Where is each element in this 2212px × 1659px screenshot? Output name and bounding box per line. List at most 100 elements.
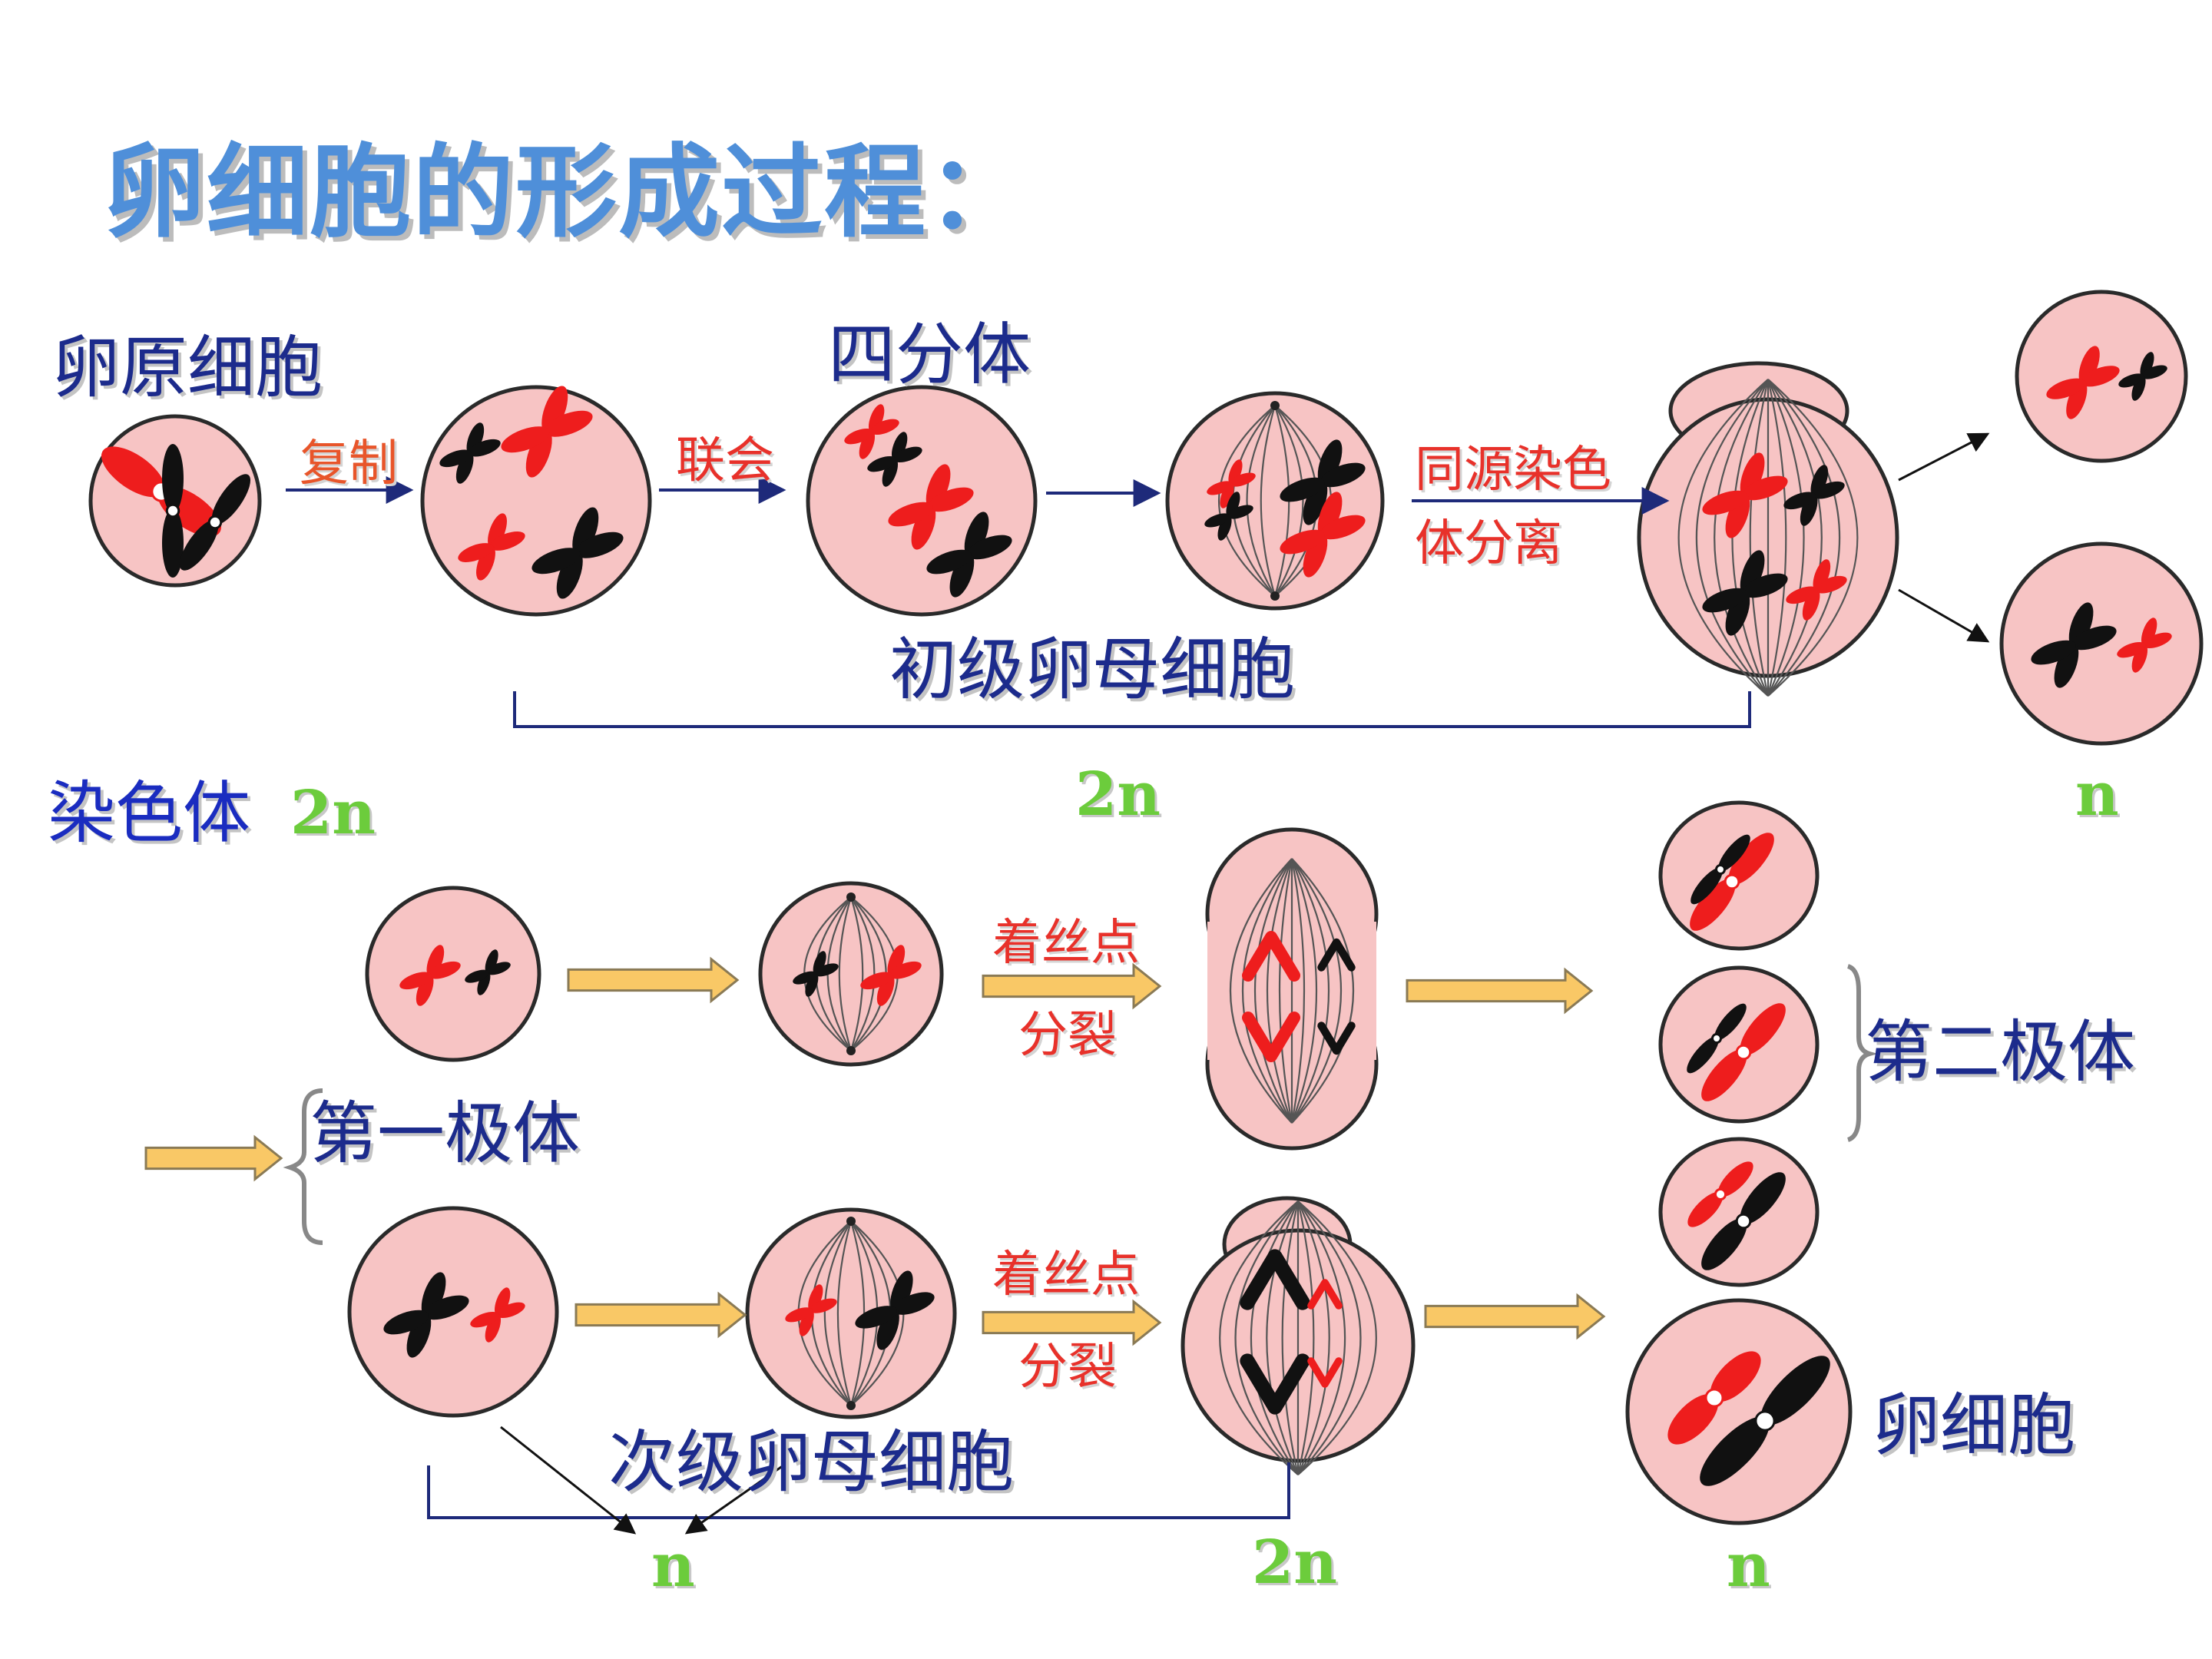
label-oogonium: 卵原细胞 [52,328,323,407]
chromosomes-layer [101,346,2172,1486]
arrow-to-second-polar-bodies-top [1406,967,1594,1015]
step-homolog-separation-line1: 同源染色 [1415,442,1611,498]
arrow-to-secondary-oocyte-top [1898,588,1990,643]
arrow-first-polar-body-to-metaphase [567,956,740,1004]
page-title: 卵细胞的形成过程： [104,134,1030,252]
second-polar-body-1-chromosome-1 [1690,833,1774,931]
secondary-oocyte-top-chromosome-2 [2117,618,2172,673]
step-synapsis: 联会 [676,432,774,489]
polar-anaphase-2-spindle [1230,858,1354,1124]
anaphase-1-chromosome-1 [1702,452,1788,538]
chromosome-label: 染色体 [48,773,251,853]
polar-anaphase-2-chromosome-1 [1242,931,1300,982]
cell-tetrad [806,385,1038,617]
brace-second-polar-bodies [1846,964,1878,1142]
cell-metaphase-1 [1165,391,1385,611]
cell-replicated [420,385,652,617]
oogonium-chromosome-2 [162,444,184,578]
label-egg-cell: 卵细胞 [1873,1386,2076,1465]
metaphase-1-chromosome-2 [1204,492,1253,541]
label-first-polar-body: 第一极体 [310,1094,581,1173]
first-polar-body-top-chromosome-2 [2118,352,2167,401]
cell-second-polar-body-2 [1658,965,1820,1124]
tetrad-chromosome-4 [926,512,1012,598]
arrow-to-egg-cell [1424,1293,1606,1340]
label-tetrad: 四分体 [828,315,1031,394]
tetrad-chromosome-3 [888,464,974,550]
egg-chromosome-1 [1667,1351,1761,1445]
polar-metaphase-2-chromosome-2 [860,945,922,1006]
oocyte-metaphase-2-chromosome-1 [785,1284,837,1336]
oocyte-metaphase-2-spindle [797,1217,905,1410]
polar-anaphase-2-chromosome-4 [1317,1022,1356,1055]
oocyte-anaphase-2-chromosome-1 [1240,1249,1310,1310]
bracket-primary-oocyte [513,691,1751,728]
anaphase-1-chromosome-3 [1702,550,1788,636]
step-centromere-split-top-line1: 着丝点 [992,915,1140,972]
bracket-secondary-oocyte [427,1462,1290,1519]
metaphase-1-spindle [1218,401,1332,601]
second-polar-body-1-chromosome-2 [1690,834,1750,905]
oogonium-chromosome-3 [179,474,251,571]
tetrad-chromosome-2 [867,432,922,487]
polar-anaphase-2-chromosome-2 [1317,938,1356,972]
arrow-to-first-polar-body-label [144,1134,283,1182]
secondary-oocyte-chromosome-1 [383,1272,469,1358]
oocyte-anaphase-2-chromosome-4 [1307,1357,1343,1388]
cell-second-polar-body-3 [1658,1137,1820,1287]
secondary-oocyte-top-chromosome-1 [2031,602,2117,688]
brace-first-polar-body [283,1088,323,1245]
ploidy-oogonium: 2n [290,778,376,848]
ploidy-secondary-anaphase: 2n [1252,1528,1337,1598]
second-polar-body-3-chromosome-1 [1687,1161,1753,1227]
cell-egg [1625,1298,1853,1525]
arrow-secondary-oocyte-to-metaphase [575,1291,747,1339]
polar-metaphase-2-chromosome-1 [793,951,839,997]
step-centromere-split-bottom-line1: 着丝点 [992,1247,1140,1303]
step-replication: 复制 [300,435,398,492]
replicated-chromosome-2 [501,386,593,478]
second-polar-body-2-chromosome-1 [1701,1003,1786,1101]
step-centromere-split-top-line2: 分裂 [1018,1007,1117,1064]
metaphase-1-chromosome-3 [1280,439,1366,525]
arrow-centromere-split-bottom [982,1299,1162,1346]
first-polar-body-chromosome-1 [399,945,461,1006]
ploidy-egg: n [1727,1531,1770,1601]
label-secondary-oocyte: 次级卵母细胞 [608,1422,1015,1502]
cell-oocyte-metaphase-2 [745,1207,957,1419]
oocyte-anaphase-2-spindle [1219,1200,1377,1475]
first-polar-body-chromosome-2 [465,949,511,995]
egg-chromosome-2 [1700,1356,1830,1486]
replicated-chromosome-1 [439,422,501,484]
tetrad-chromosome-1 [844,404,899,459]
step-centromere-split-bottom-line2: 分裂 [1018,1339,1117,1396]
ploidy-after-meiosis-1: n [2075,760,2119,830]
step-homolog-separation-line2: 体分离 [1415,515,1562,572]
replicated-chromosome-4 [531,507,624,599]
first-polar-body-top-chromosome-1 [2046,346,2120,419]
arrow-secondary-n-2 [684,1464,784,1535]
arrows-layer [144,432,1990,1535]
label-primary-oocyte: 初级卵母细胞 [889,630,1296,709]
ploidy-secondary-bottom-left: n [651,1531,695,1601]
anaphase-1-chromosome-2 [1783,465,1845,526]
metaphase-1-chromosome-1 [1207,459,1256,508]
cell-first-polar-body [365,886,541,1062]
cell-polar-metaphase-2 [758,881,944,1067]
label-second-polar-body: 第二极体 [1865,1012,2136,1091]
arrow-centromere-split-top [982,962,1162,1010]
replicated-chromosome-3 [458,513,525,581]
oocyte-metaphase-2-chromosome-2 [855,1270,935,1350]
anaphase-1-chromosome-4 [1786,559,1847,621]
oocyte-anaphase-2-chromosome-3 [1240,1353,1310,1415]
second-polar-body-2-chromosome-2 [1687,1003,1747,1074]
arrow-to-first-polar-body [1898,432,1990,482]
ploidy-primary: 2n [1075,760,1161,830]
metaphase-1-chromosome-4 [1280,492,1366,578]
second-polar-body-3-chromosome-2 [1701,1172,1786,1270]
oocyte-anaphase-2-chromosome-2 [1307,1279,1343,1310]
cells-layer [88,290,2204,1525]
polar-anaphase-2-chromosome-3 [1242,1012,1300,1062]
